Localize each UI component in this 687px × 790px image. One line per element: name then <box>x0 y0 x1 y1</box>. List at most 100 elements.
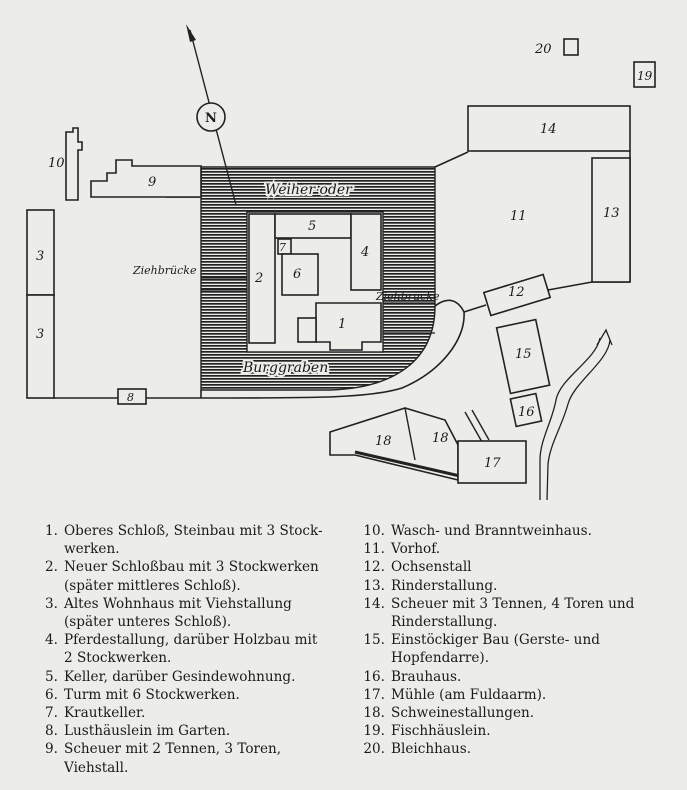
legend-number: 13. <box>363 577 385 594</box>
label-ziehbruecke-right: Ziehbrücke <box>375 290 440 303</box>
legend-number: 12. <box>363 559 385 576</box>
legend-number: 8. <box>45 723 58 740</box>
north-label: N <box>205 111 217 126</box>
legend-text-line: Oberes Schloß, Steinbau mit 3 Stock- <box>64 523 323 539</box>
north-arrow <box>186 24 237 206</box>
legend-text-line: Wasch- und Branntweinhaus. <box>391 523 592 539</box>
legend-text-line: Scheuer mit 3 Tennen, 4 Toren und <box>391 595 635 612</box>
num-16: 16 <box>518 405 535 420</box>
legend-item: 2.Neuer Schloßbau mit 3 Stockwerken(spät… <box>36 558 356 594</box>
num-7: 7 <box>279 241 286 254</box>
legend-item: 6. Turm mit 6 Stockwerken. <box>36 686 356 704</box>
legend-text: Turm mit 6 Stockwerken. <box>64 686 356 704</box>
legend-text-line: Turm mit 6 Stockwerken. <box>64 686 240 703</box>
num-8: 8 <box>127 391 134 404</box>
legend-text: Schweinestallungen. <box>391 704 683 722</box>
legend-item: 12. Ochsenstall <box>363 558 683 576</box>
legend-item: 11. Vorhof. <box>363 540 683 558</box>
building-8 <box>117 388 147 405</box>
legend-item: 5.Keller, darüber Gesindewohnung. <box>36 668 356 686</box>
legend-number: 7. <box>45 705 58 722</box>
legend-number: 11. <box>363 541 385 558</box>
num-20: 20 <box>534 42 552 57</box>
num-13: 13 <box>603 206 620 221</box>
legend-right: 10.Wasch- und Branntweinhaus.11.Vorhof.1… <box>363 522 683 759</box>
building-1-annex <box>297 317 317 343</box>
legend-number: 20. <box>363 741 385 758</box>
num-5: 5 <box>308 219 316 234</box>
legend-number: 18. <box>363 705 385 722</box>
num-4: 4 <box>360 245 369 260</box>
legend-text-line: 2 Stockwerken. <box>64 650 172 667</box>
building-16 <box>509 392 543 428</box>
num-18a: 18 <box>375 434 392 449</box>
legend-text: Oberes Schloß, Steinbau mit 3 Stock-werk… <box>64 522 356 558</box>
num-18b: 18 <box>432 431 449 446</box>
label-ziehbruecke-left: Ziehbrücke <box>132 264 197 277</box>
building-12 <box>482 273 552 317</box>
legend-text: Bleichhaus. <box>391 740 683 758</box>
num-11: 11 <box>510 209 527 224</box>
legend-item: 9. Scheuer mit 2 Tennen, 3 Toren,Viehstal… <box>36 740 356 776</box>
legend-text: Scheuer mit 2 Tennen, 3 Toren,Viehstall. <box>64 740 356 776</box>
building-9 <box>90 159 202 198</box>
num-10: 10 <box>48 156 65 171</box>
legend-text: Wasch- und Branntweinhaus. <box>391 522 683 540</box>
river-fulda-arm <box>539 328 613 501</box>
building-13 <box>591 157 631 283</box>
legend-text-line: Altes Wohnhaus mit Viehstallung <box>64 595 292 612</box>
legend-text-line: Einstöckiger Bau (Gerste- und <box>391 632 600 649</box>
legend-number: 19. <box>363 723 385 740</box>
legend-text-line: Lusthäuslein im Garten. <box>64 723 231 740</box>
legend-text-line: Hopfendarre). <box>391 650 490 667</box>
legend-item: 18. Schweinestallungen. <box>363 704 683 722</box>
num-3a: 3 <box>36 249 44 264</box>
legend-item: 13. Rinderstallung. <box>363 577 683 595</box>
building-14 <box>467 105 631 152</box>
legend-number: 9. <box>45 741 58 758</box>
legend-text: Fischhäuslein. <box>391 722 683 740</box>
legend-number: 15. <box>363 632 385 649</box>
legend-text: Altes Wohnhaus mit Viehstallung (später u… <box>64 595 356 631</box>
legend-text-line: (später mittleres Schloß). <box>64 577 241 594</box>
legend-text-line: Bleichhaus. <box>391 741 472 758</box>
building-1 <box>315 302 382 351</box>
drawbridge-left <box>201 277 247 291</box>
legend-text: Lusthäuslein im Garten. <box>64 722 356 740</box>
legend-text-line: Brauhaus. <box>391 668 462 685</box>
num-19: 19 <box>637 69 653 83</box>
legend-item: 10.Wasch- und Branntweinhaus. <box>363 522 683 540</box>
legend-text: Rinderstallung. <box>391 577 683 595</box>
site-plan: N Weiher oder Burggraben Ziehbrücke Zieh… <box>26 24 656 501</box>
num-14: 14 <box>540 122 557 137</box>
legend-text: Krautkeller. <box>64 704 356 722</box>
legend-text: Neuer Schloßbau mit 3 Stockwerken(später… <box>64 558 356 594</box>
legend-text-line: Fischhäuslein. <box>391 723 491 740</box>
legend-text-line: (später unteres Schloß). <box>64 614 232 631</box>
legend-text: Vorhof. <box>391 540 683 558</box>
legend-number: 5. <box>45 668 58 685</box>
building-3-lower <box>26 294 55 399</box>
legend-text-line: Neuer Schloßbau mit 3 Stockwerken <box>64 559 319 576</box>
legend-number: 1. <box>45 523 58 539</box>
legend-number: 6. <box>45 686 58 703</box>
legend-number: 3. <box>45 595 58 612</box>
legend-text-line: Mühle (am Fuldaarm). <box>391 686 547 703</box>
num-17: 17 <box>484 456 501 471</box>
building-10 <box>65 127 83 201</box>
building-17 <box>457 440 527 484</box>
legend-number: 14. <box>363 595 385 612</box>
legend-text: Brauhaus. <box>391 668 683 686</box>
building-2 <box>248 213 276 344</box>
label-burggraben: Burggraben <box>242 360 328 376</box>
building-4 <box>350 213 382 291</box>
legend-item: 3. Altes Wohnhaus mit Viehstallung (später… <box>36 595 356 631</box>
num-6: 6 <box>293 267 301 282</box>
legend-text-line: Ochsenstall <box>391 559 472 576</box>
building-19 <box>633 61 656 88</box>
